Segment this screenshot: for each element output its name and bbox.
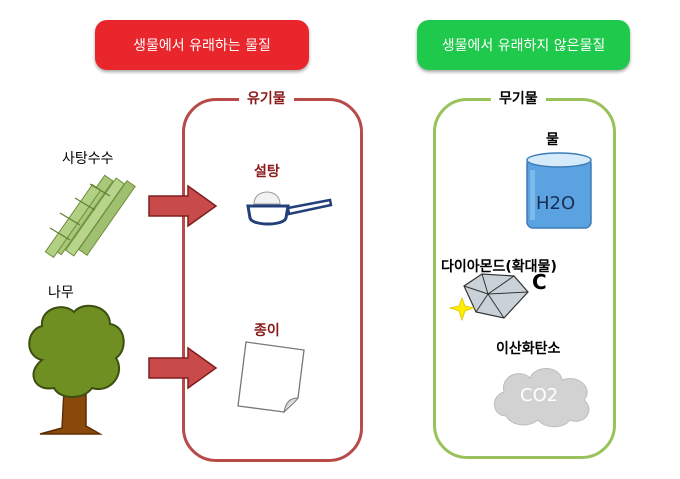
tree-icon [28,304,125,435]
carbon-dioxide-label: 이산화탄소 [496,341,561,357]
diamond-icon [448,273,529,322]
arrow-sugarcane-to-sugar [148,184,218,228]
sugarcane-icon [44,174,136,259]
organic-box-title: 유기물 [239,88,294,108]
paper-label: 종이 [254,323,280,339]
tree-label: 나무 [48,285,74,301]
water-formula: H2O [536,193,576,214]
organic-source-header: 생물에서 유래하는 물질 [95,20,309,70]
diamond-label: 다이아몬드(확대물) [441,259,557,275]
sugar-label: 설탕 [254,164,280,180]
sugar-spoon-icon [246,191,333,226]
cloud-icon [494,368,590,428]
water-cup-icon [526,152,592,229]
water-label: 물 [546,132,559,148]
inorganic-source-header: 생물에서 유래하지 않은물질 [417,20,630,70]
diamond-symbol: C [532,270,547,294]
carbon-dioxide-formula: CO2 [520,385,559,406]
arrow-tree-to-paper [148,346,218,390]
inorganic-box-title: 무기물 [491,88,546,108]
sugarcane-label: 사탕수수 [62,151,114,167]
paper-icon [237,341,305,414]
